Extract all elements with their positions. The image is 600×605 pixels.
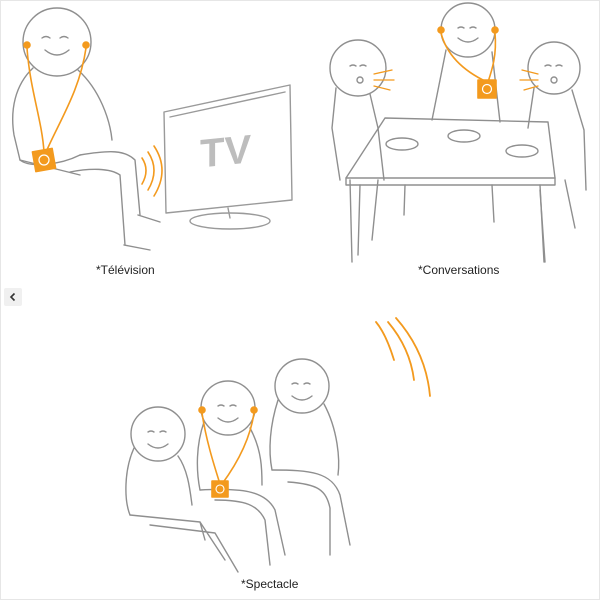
figure-conv-right — [527, 41, 587, 263]
eyes — [41, 35, 69, 39]
plate-3 — [505, 144, 539, 158]
body-middle — [196, 421, 263, 491]
head-middle — [200, 380, 256, 436]
table-legs — [357, 184, 545, 263]
legs-middle — [199, 488, 286, 566]
head — [22, 7, 92, 77]
cable-left — [26, 47, 45, 153]
audio-device-conv — [437, 26, 499, 99]
eyes — [457, 26, 477, 29]
device-dial — [38, 154, 50, 166]
mouth — [356, 76, 364, 84]
previous-button[interactable] — [4, 288, 22, 306]
head — [527, 41, 581, 95]
smile — [457, 37, 479, 43]
head — [440, 2, 496, 58]
panel-spectacle — [125, 317, 431, 573]
body — [331, 87, 385, 181]
figure-tv-viewer — [12, 7, 161, 251]
speech-lines — [373, 69, 539, 91]
eyes — [544, 64, 563, 67]
face-right — [291, 382, 313, 401]
table — [345, 117, 556, 263]
feet — [123, 214, 161, 251]
chevron-left-icon — [9, 292, 16, 302]
torso-front — [77, 69, 113, 141]
earbud-left — [23, 41, 31, 49]
body-left — [125, 447, 193, 516]
sound-waves-spectacle — [375, 317, 431, 397]
audio-device-tv — [23, 41, 90, 173]
panel-television — [12, 7, 293, 251]
device-body — [31, 147, 57, 173]
legs — [539, 179, 576, 263]
head-left — [130, 406, 186, 462]
figure-conv-middle — [431, 2, 501, 123]
leg-2 — [69, 168, 126, 246]
legs-left — [129, 514, 239, 573]
caption-television: *Télévision — [96, 263, 155, 277]
figure-conv-left — [329, 39, 387, 263]
speech-right — [519, 69, 539, 91]
plate-1 — [385, 137, 419, 151]
eyes — [349, 64, 367, 67]
device-body — [211, 480, 229, 498]
body — [527, 87, 587, 191]
audience — [125, 358, 351, 573]
panel-conversations — [329, 2, 587, 263]
earbud-right — [82, 41, 90, 49]
table-edge — [345, 177, 556, 186]
caption-spectacle: *Spectacle — [241, 577, 299, 591]
legs-right — [271, 469, 351, 556]
plate-2 — [447, 129, 481, 143]
sound-waves-tv — [141, 145, 163, 197]
tv-frame — [163, 84, 293, 214]
face-left — [147, 430, 169, 449]
tv-set — [163, 84, 293, 230]
head — [329, 39, 387, 97]
cable-right — [45, 47, 87, 153]
torso-back — [12, 67, 34, 161]
mouth — [550, 76, 558, 84]
body-right — [269, 399, 340, 476]
leg-1 — [79, 151, 141, 216]
tv-base — [189, 212, 271, 230]
audio-device-spectacle — [198, 406, 258, 498]
legs — [349, 179, 379, 263]
head-right — [274, 358, 330, 414]
speech-left — [373, 69, 395, 91]
caption-conversations: *Conversations — [418, 263, 500, 277]
face-middle — [217, 404, 239, 423]
smile — [44, 49, 70, 56]
device-body — [477, 79, 497, 99]
tv-screen-label: TV — [200, 127, 252, 177]
tv-inner-top — [169, 91, 286, 118]
